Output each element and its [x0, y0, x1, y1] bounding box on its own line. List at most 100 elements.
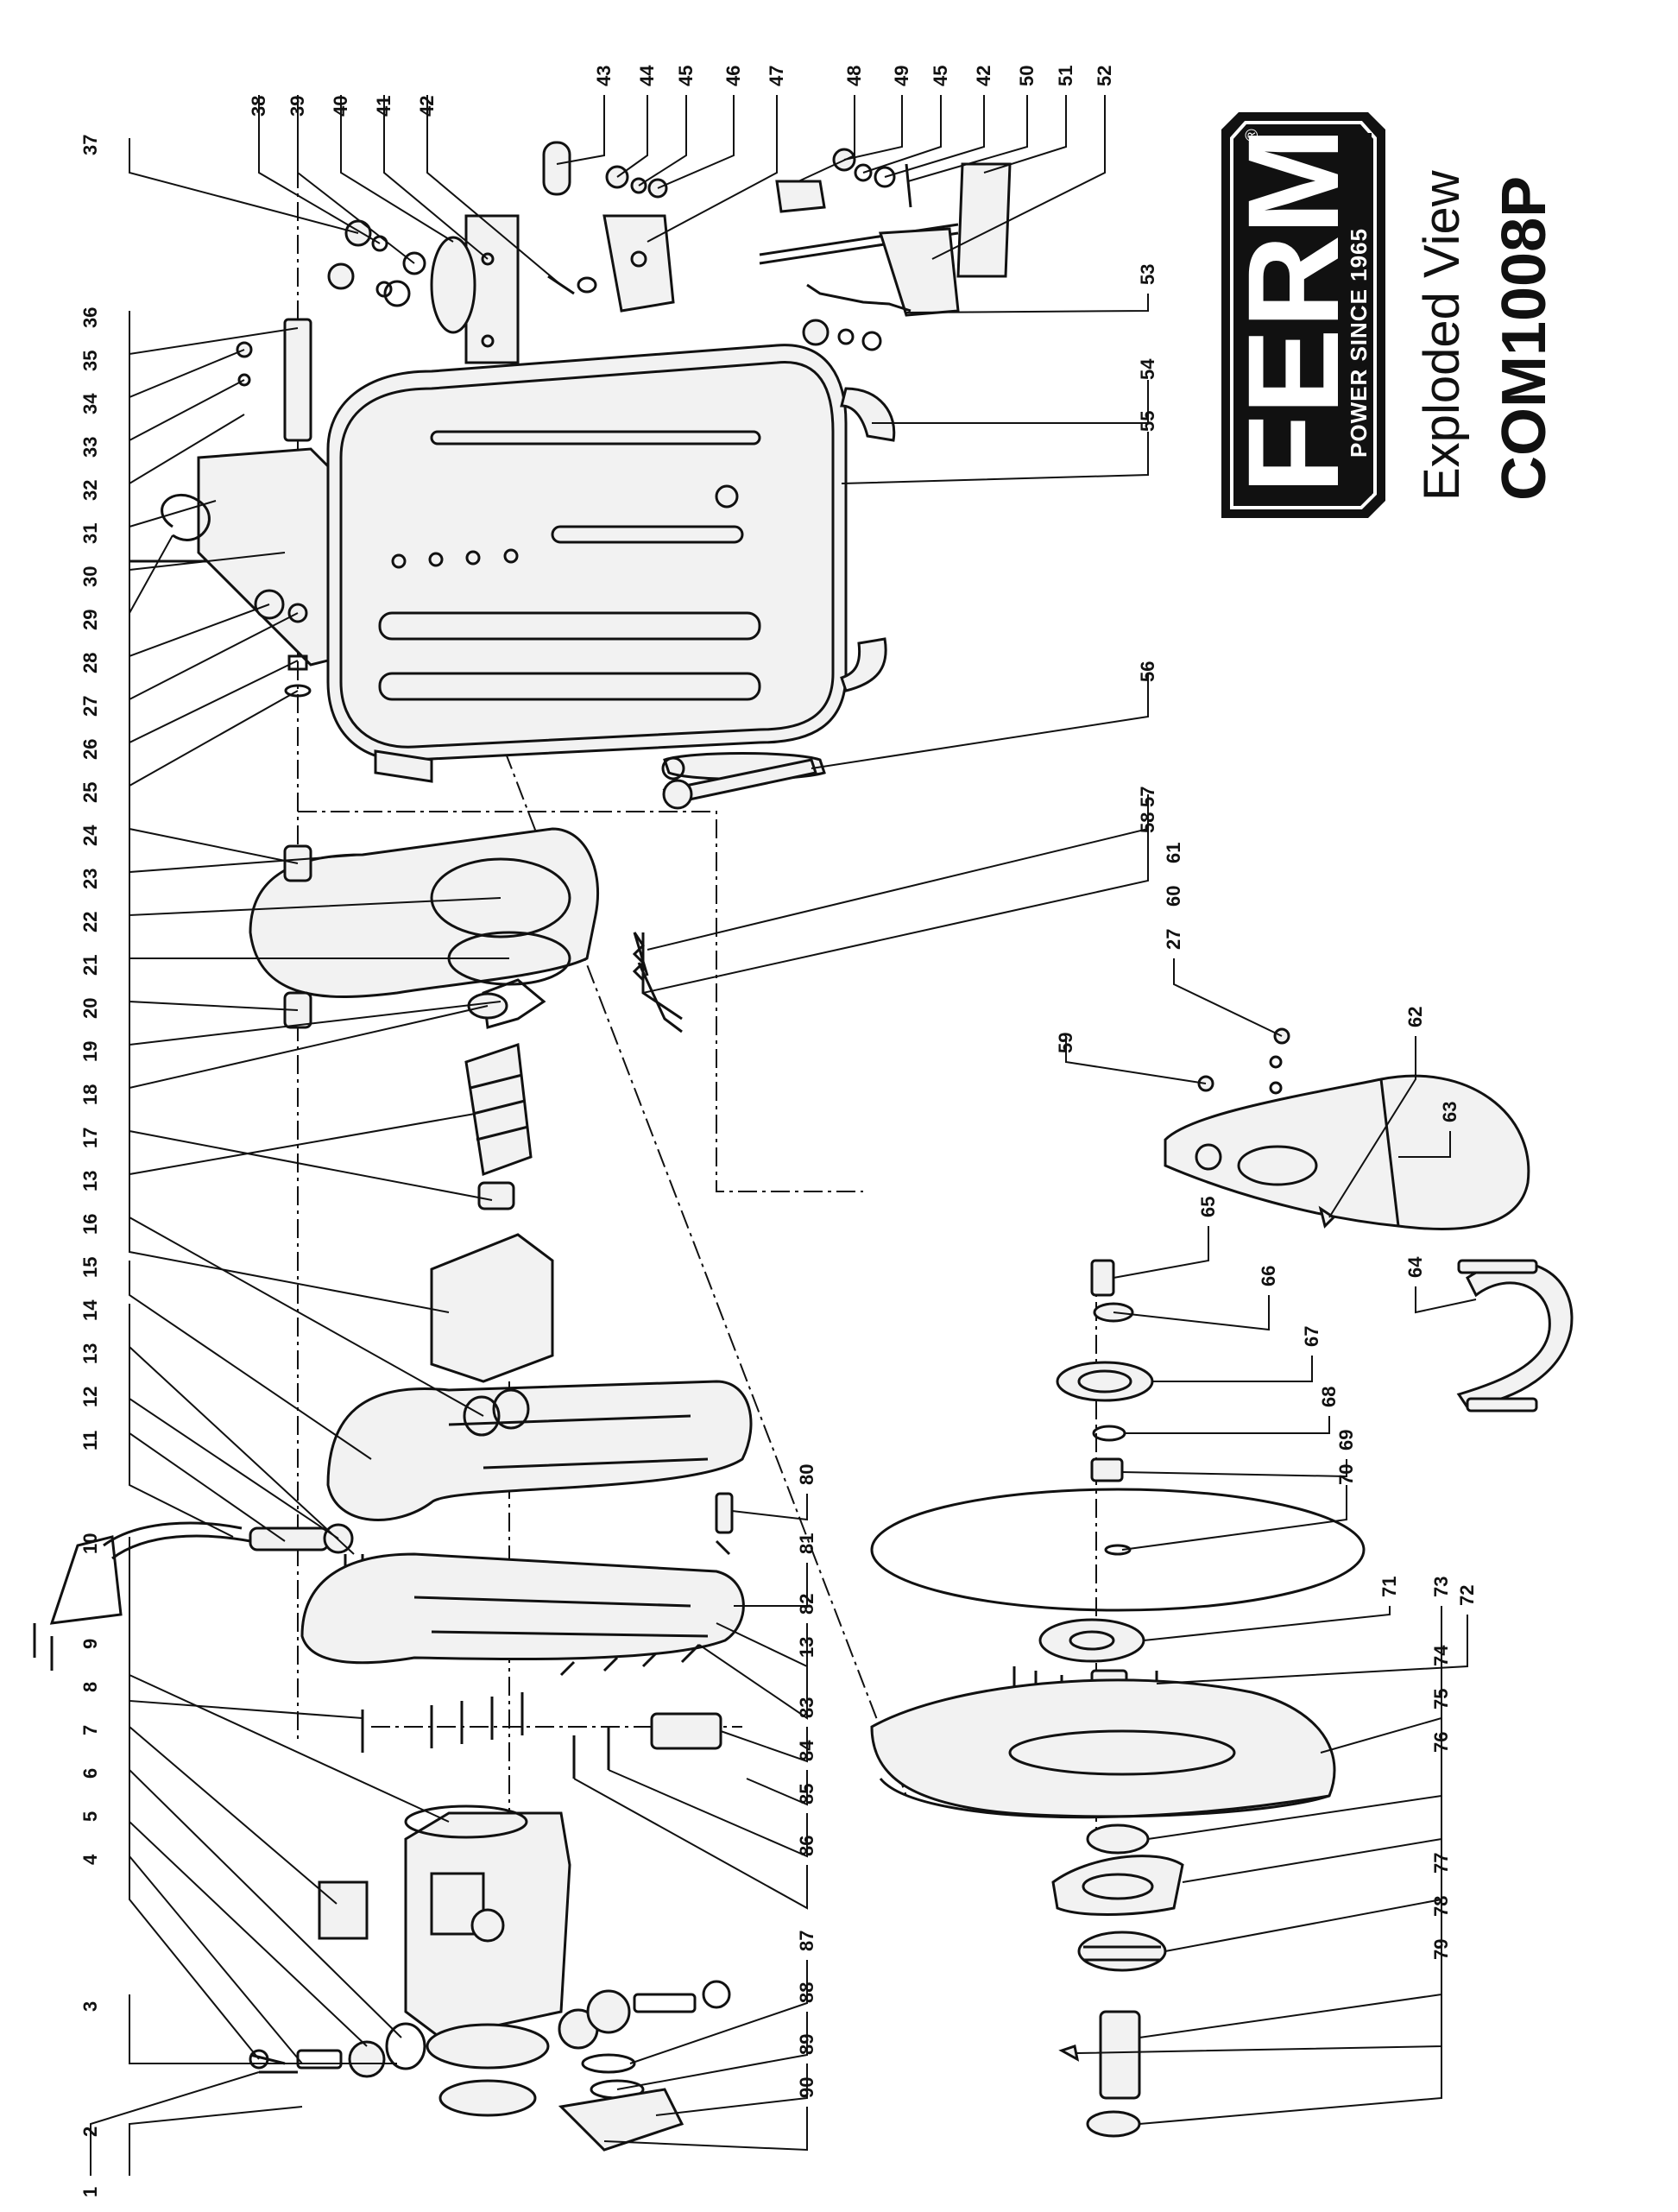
part-number: 74: [1430, 1645, 1452, 1666]
part-number: 18: [79, 1084, 101, 1105]
power-cord-plug: [33, 1521, 251, 1671]
part-number: 27: [79, 696, 101, 717]
registered-mark: ®: [1243, 129, 1262, 142]
part-number: 26: [79, 739, 101, 760]
part-number: 22: [79, 912, 101, 932]
arm-bracket: [129, 318, 347, 698]
part-number: 33: [79, 437, 101, 458]
part-number: 55: [1137, 411, 1158, 432]
springs: [632, 932, 734, 1556]
part-number: 40: [330, 96, 351, 117]
cutting-wheel-assembly: [870, 1259, 1366, 1701]
part-number: 62: [1404, 1007, 1426, 1027]
callout-leader-lines: [90, 95, 1477, 2176]
part-number: 76: [1430, 1732, 1452, 1753]
part-number: 44: [636, 65, 658, 86]
part-number: 10: [79, 1533, 101, 1554]
part-number: 29: [79, 610, 101, 630]
part-number: 51: [1055, 66, 1076, 86]
part-number: 4: [79, 1854, 101, 1865]
part-number: 82: [796, 1594, 817, 1615]
part-number: 72: [1456, 1585, 1478, 1606]
part-number: 46: [722, 66, 744, 86]
part-number: 63: [1439, 1102, 1460, 1122]
part-number: 1: [79, 2187, 101, 2197]
part-number: 77: [1430, 1853, 1452, 1874]
part-number: 37: [79, 135, 101, 155]
part-number: 56: [1137, 661, 1158, 682]
part-number: 16: [79, 1214, 101, 1235]
part-number: 28: [79, 653, 101, 673]
part-number: 71: [1378, 1577, 1400, 1597]
part-number: 12: [79, 1387, 101, 1407]
title-exploded-view: Exploded View: [1414, 169, 1470, 501]
part-number: 60: [1163, 886, 1184, 907]
part-number: 52: [1094, 66, 1115, 86]
part-number: 32: [79, 480, 101, 501]
gear-housing: [249, 827, 683, 1033]
blade-guard: [1164, 1027, 1574, 1413]
part-number: 31: [79, 523, 101, 544]
part-number: 67: [1301, 1326, 1322, 1347]
part-number: 9: [79, 1639, 101, 1649]
part-number: 5: [79, 1811, 101, 1822]
part-number: 14: [79, 1299, 101, 1321]
part-number: 59: [1055, 1033, 1076, 1053]
part-number: 73: [1430, 1577, 1452, 1597]
part-number: 8: [79, 1682, 101, 1692]
motor-stator-armature: [430, 978, 554, 1437]
part-number: 80: [796, 1464, 817, 1485]
part-number: 85: [796, 1784, 817, 1804]
motor-housing: [249, 1804, 731, 2152]
part-number: 87: [796, 1931, 817, 1951]
part-number: 21: [79, 955, 101, 976]
part-number: 15: [79, 1257, 101, 1278]
part-number: 11: [79, 1431, 101, 1450]
part-number: 50: [1016, 66, 1038, 86]
part-number: 79: [1430, 1939, 1452, 1960]
part-number: 27: [1163, 929, 1184, 950]
part-number: 81: [796, 1533, 817, 1554]
model-number: COM1008P: [1490, 176, 1559, 501]
part-number: 75: [1430, 1689, 1452, 1710]
part-number: 36: [79, 307, 101, 328]
part-number: 65: [1197, 1197, 1219, 1217]
part-number: 42: [973, 66, 994, 86]
part-number: 41: [373, 96, 394, 117]
part-number: 34: [79, 393, 101, 414]
part-number: 45: [930, 66, 951, 86]
document-title: Exploded View COM1008P: [1414, 169, 1559, 501]
part-number: 49: [891, 66, 912, 86]
handle-halves: [300, 1380, 753, 1665]
part-number: 89: [796, 2034, 817, 2055]
tools: [641, 758, 817, 1021]
part-number: 83: [796, 1697, 817, 1718]
part-number: 78: [1430, 1896, 1452, 1917]
wheel-cover-spindle: [870, 1678, 1336, 2138]
part-number: 66: [1258, 1266, 1279, 1286]
part-number: 84: [796, 1740, 817, 1761]
part-number: 70: [1335, 1464, 1357, 1485]
part-number: 69: [1335, 1430, 1357, 1450]
part-number: 88: [796, 1982, 817, 2003]
part-callouts: 1 2 3 4 5 6 7 8 9 10 11 12 13 14 15 16 1…: [79, 65, 1478, 2197]
part-number: 61: [1163, 843, 1184, 863]
part-number: 7: [79, 1725, 101, 1735]
part-number: 54: [1137, 358, 1158, 380]
brand-tagline: POWER SINCE 1965: [1346, 228, 1372, 458]
part-number: 86: [796, 1836, 817, 1856]
part-number: 13: [79, 1171, 101, 1191]
part-number: 35: [79, 351, 101, 371]
part-number: 24: [79, 825, 101, 846]
part-number: 6: [79, 1768, 101, 1779]
part-number: 45: [675, 66, 697, 86]
part-number: 17: [79, 1128, 101, 1148]
part-number: 23: [79, 869, 101, 889]
part-number: 42: [416, 96, 438, 117]
part-number: 90: [796, 2077, 817, 2098]
part-number: 58: [1137, 812, 1158, 833]
part-number: 38: [248, 96, 269, 117]
part-number: 53: [1137, 264, 1158, 285]
part-number: 68: [1318, 1387, 1340, 1407]
